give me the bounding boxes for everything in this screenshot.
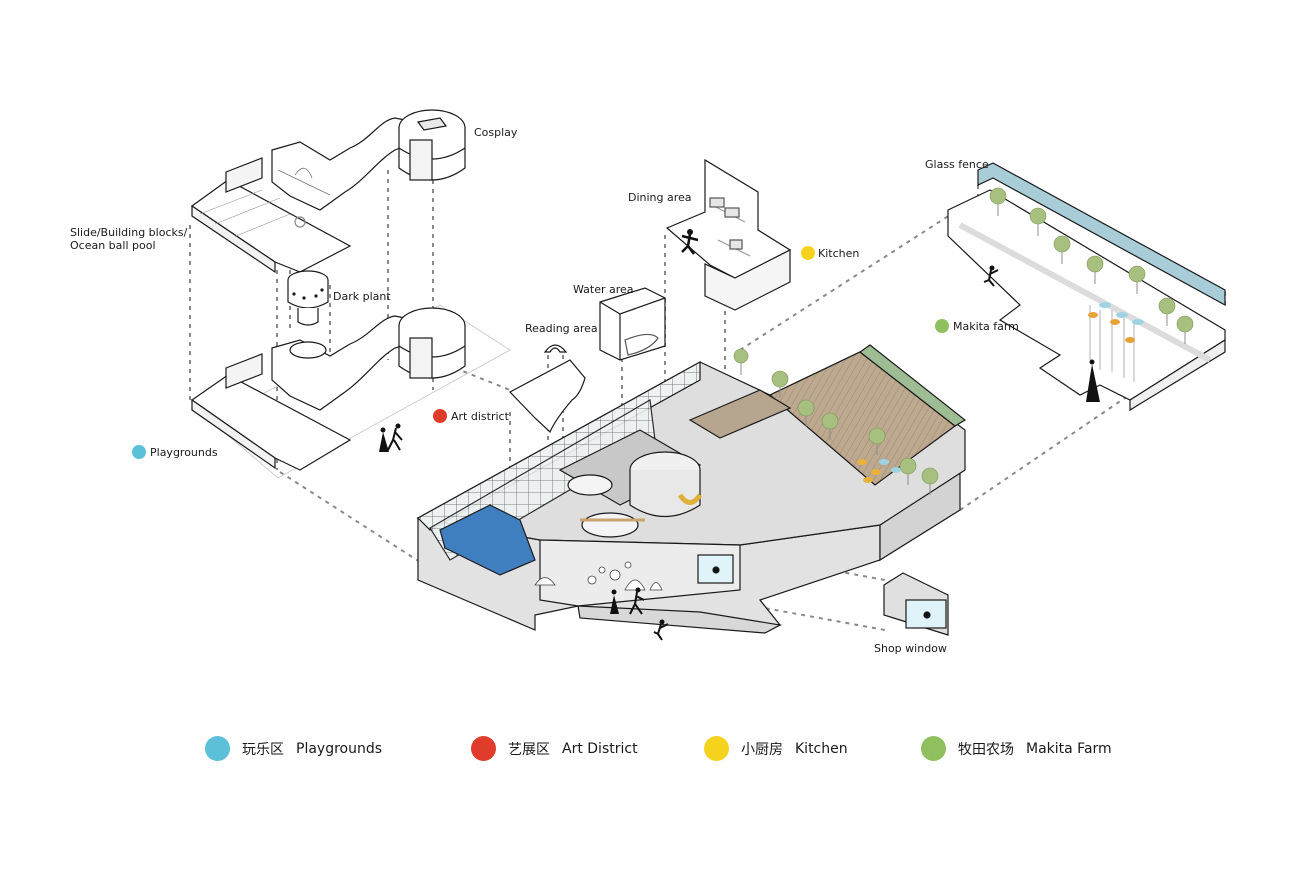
makita-farm-marker [935, 319, 949, 333]
shop-window-module [883, 572, 949, 636]
dining-kitchen-module [665, 158, 792, 311]
label-water-area: Water area [573, 283, 634, 296]
farm-trees [989, 187, 1194, 344]
legend-zh: 玩乐区 [242, 741, 284, 758]
legend-zh: 牧田农场 [958, 741, 1014, 758]
art-district-swatch [471, 736, 496, 761]
legend-item-kitchen: 小厨房 Kitchen [704, 736, 848, 761]
person-kicking [681, 229, 699, 255]
label-dark-plant: Dark plant [333, 290, 391, 303]
label-kitchen: Kitchen [818, 247, 860, 260]
upper-level-top [190, 109, 466, 274]
legend-item-art-district: 艺展区 Art District [471, 736, 638, 761]
legend-en: Playgrounds [296, 740, 383, 757]
label-shop-window: Shop window [874, 642, 947, 655]
label-slide-2: Ocean ball pool [70, 239, 156, 252]
label-art-district: Art district [451, 410, 509, 423]
reading-area-module [509, 344, 586, 434]
legend-zh: 艺展区 [508, 741, 550, 758]
playgrounds-marker [132, 445, 146, 459]
legend-item-playgrounds: 玩乐区 Playgrounds [205, 736, 382, 761]
upper-level-bottom [190, 304, 511, 479]
makita-farm-swatch [921, 736, 946, 761]
legend-en: Art District [562, 740, 638, 757]
label-reading-area: Reading area [525, 322, 598, 335]
water-area-module [599, 287, 666, 361]
kitchen-marker [801, 246, 815, 260]
label-glass-fence: Glass fence [925, 158, 989, 171]
people-farm [983, 265, 1100, 402]
legend-zh: 小厨房 [741, 741, 783, 758]
label-slide: Slide/Building blocks/ [70, 226, 188, 239]
dark-plant [287, 270, 329, 326]
playgrounds-swatch [205, 736, 230, 761]
label-dining-area: Dining area [628, 191, 692, 204]
kitchen-swatch [704, 736, 729, 761]
label-makita-farm: Makita farm [953, 320, 1019, 333]
art-district-marker [433, 409, 447, 423]
makita-farm-module [947, 162, 1226, 412]
legend-en: Makita Farm [1026, 740, 1112, 757]
legend-en: Kitchen [795, 740, 848, 757]
people-silhouettes [379, 423, 403, 452]
label-playgrounds: Playgrounds [150, 446, 218, 459]
main-floor [416, 344, 967, 634]
label-cosplay: Cosplay [474, 126, 518, 139]
people-main-floor [610, 587, 669, 641]
trees [733, 348, 939, 495]
legend-item-makita-farm: 牧田农场 Makita Farm [921, 736, 1112, 761]
